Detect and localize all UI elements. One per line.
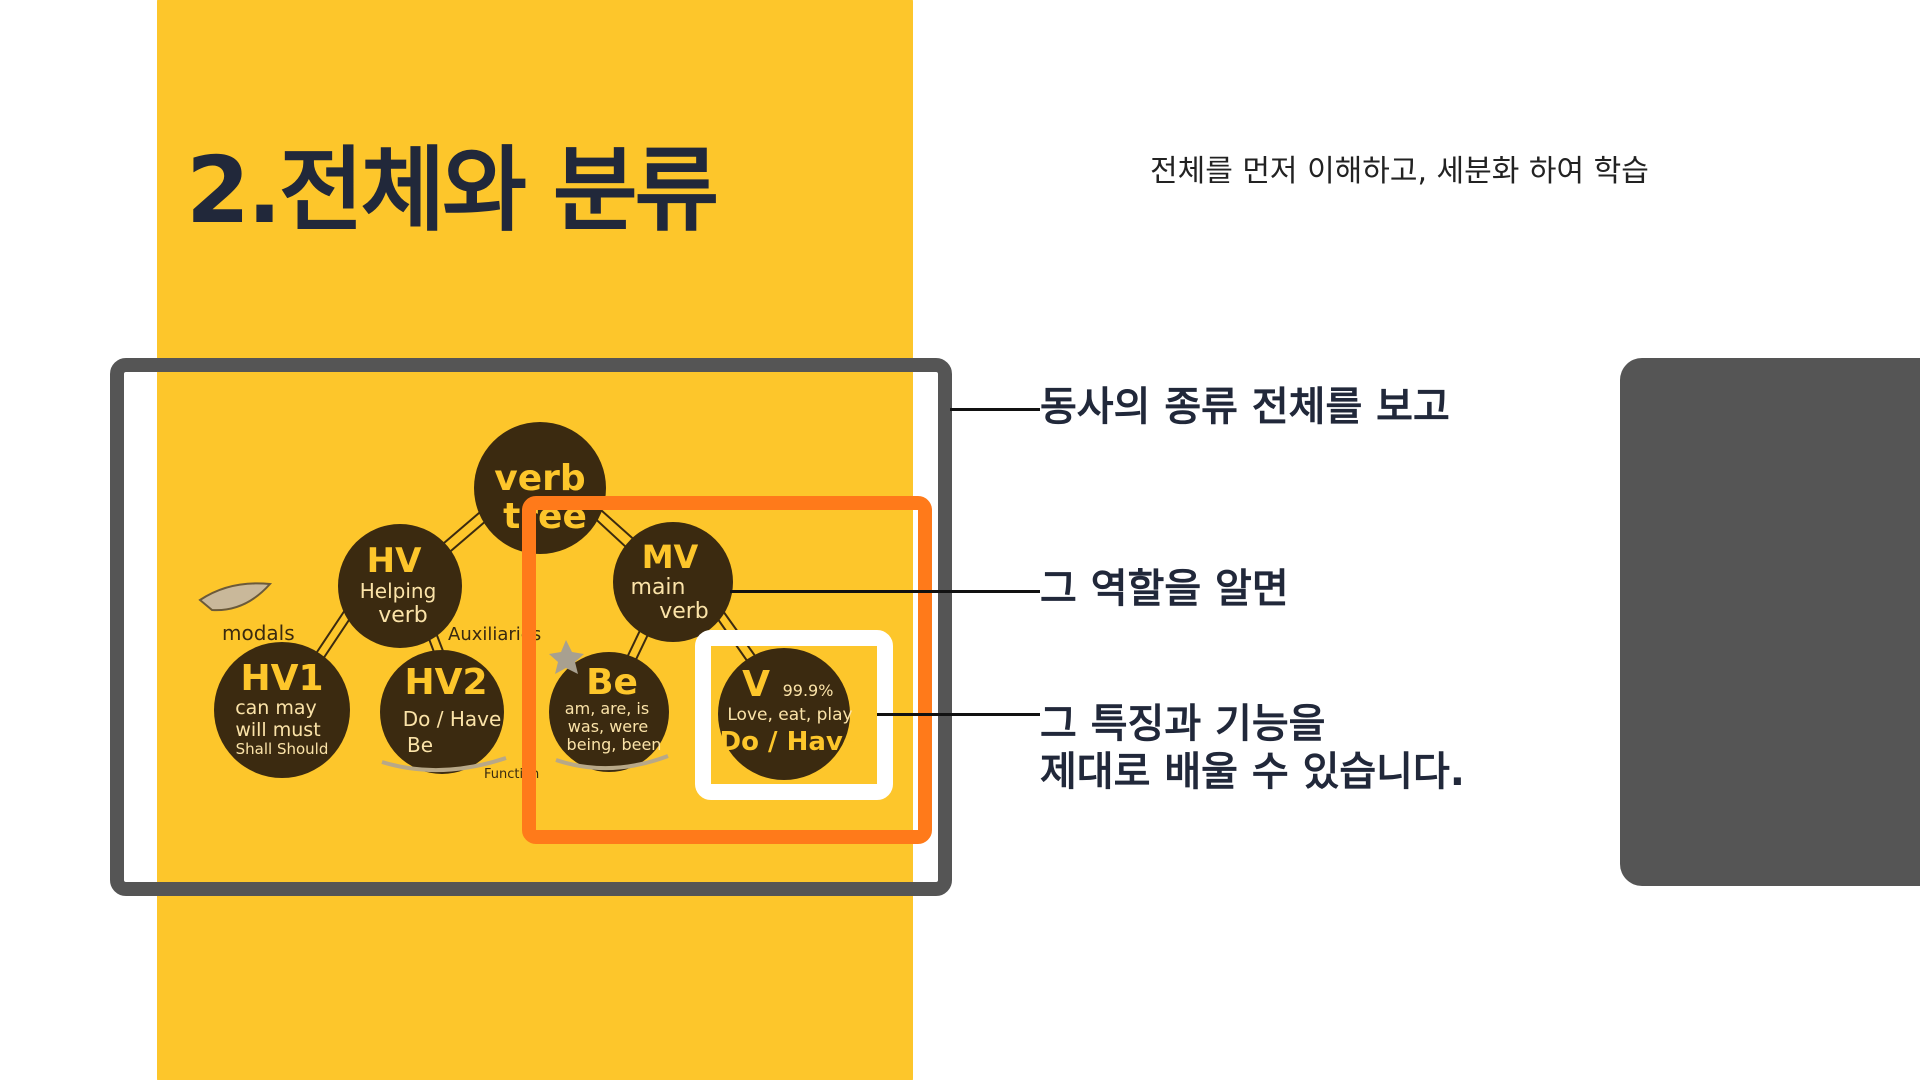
callout-1: 동사의 종류 전체를 보고: [1040, 383, 1450, 431]
verb-node-highlight-frame: [695, 630, 893, 800]
right-gray-block: [1620, 358, 1920, 886]
connector-line-2: [730, 590, 1040, 593]
connector-line-3: [877, 713, 1040, 716]
callout-3: 그 특징과 기능을: [1040, 700, 1325, 748]
connector-line-1: [950, 408, 1040, 411]
callout-4: 제대로 배울 수 있습니다.: [1040, 748, 1465, 796]
callout-2: 그 역할을 알면: [1040, 565, 1289, 613]
